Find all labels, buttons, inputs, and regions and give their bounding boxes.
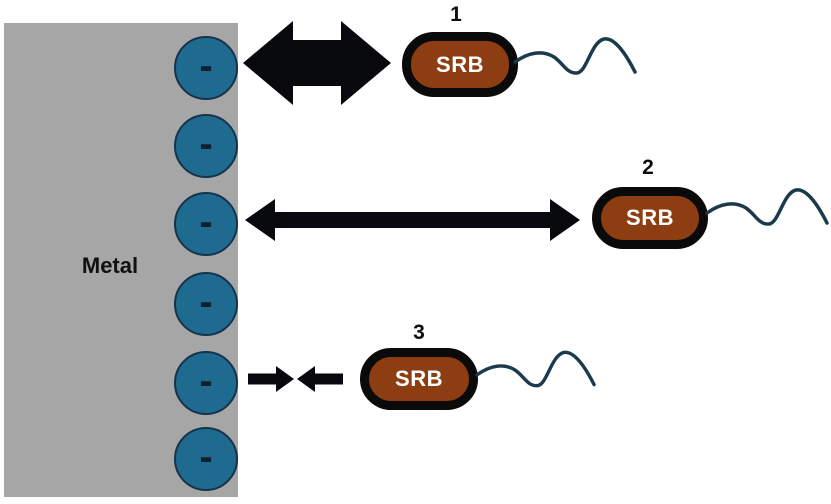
- surface-charge-circle: -: [174, 36, 238, 100]
- surface-charge-circle: -: [174, 351, 238, 415]
- surface-charge-circle: -: [174, 272, 238, 336]
- scenario-number-2: 2: [642, 156, 654, 179]
- flagellum-icon: [475, 350, 596, 388]
- metal-label: Metal: [81, 253, 139, 278]
- scenario-number-1: 1: [450, 3, 462, 26]
- scenario-number-3: 3: [413, 321, 425, 344]
- flagellum-icon: [705, 188, 829, 226]
- srb-cell-3: SRB: [360, 348, 478, 410]
- srb-cell-2: SRB: [592, 187, 708, 249]
- metal-block: Metal: [4, 23, 238, 497]
- converging-arrow-right-icon: [248, 366, 294, 392]
- srb-label: SRB: [626, 205, 674, 230]
- srb-cell-1: SRB: [402, 32, 518, 97]
- srb-label: SRB: [436, 51, 484, 77]
- double-headed-arrow-icon-2: [245, 199, 580, 241]
- converging-arrow-left-icon: [297, 366, 343, 392]
- surface-charge-circle: -: [174, 114, 238, 178]
- double-headed-arrow-icon-1: [243, 21, 391, 105]
- srb-label: SRB: [395, 366, 443, 391]
- surface-charge-circle: -: [174, 427, 238, 491]
- flagellum-icon: [513, 37, 637, 75]
- surface-charge-circle: -: [174, 192, 238, 256]
